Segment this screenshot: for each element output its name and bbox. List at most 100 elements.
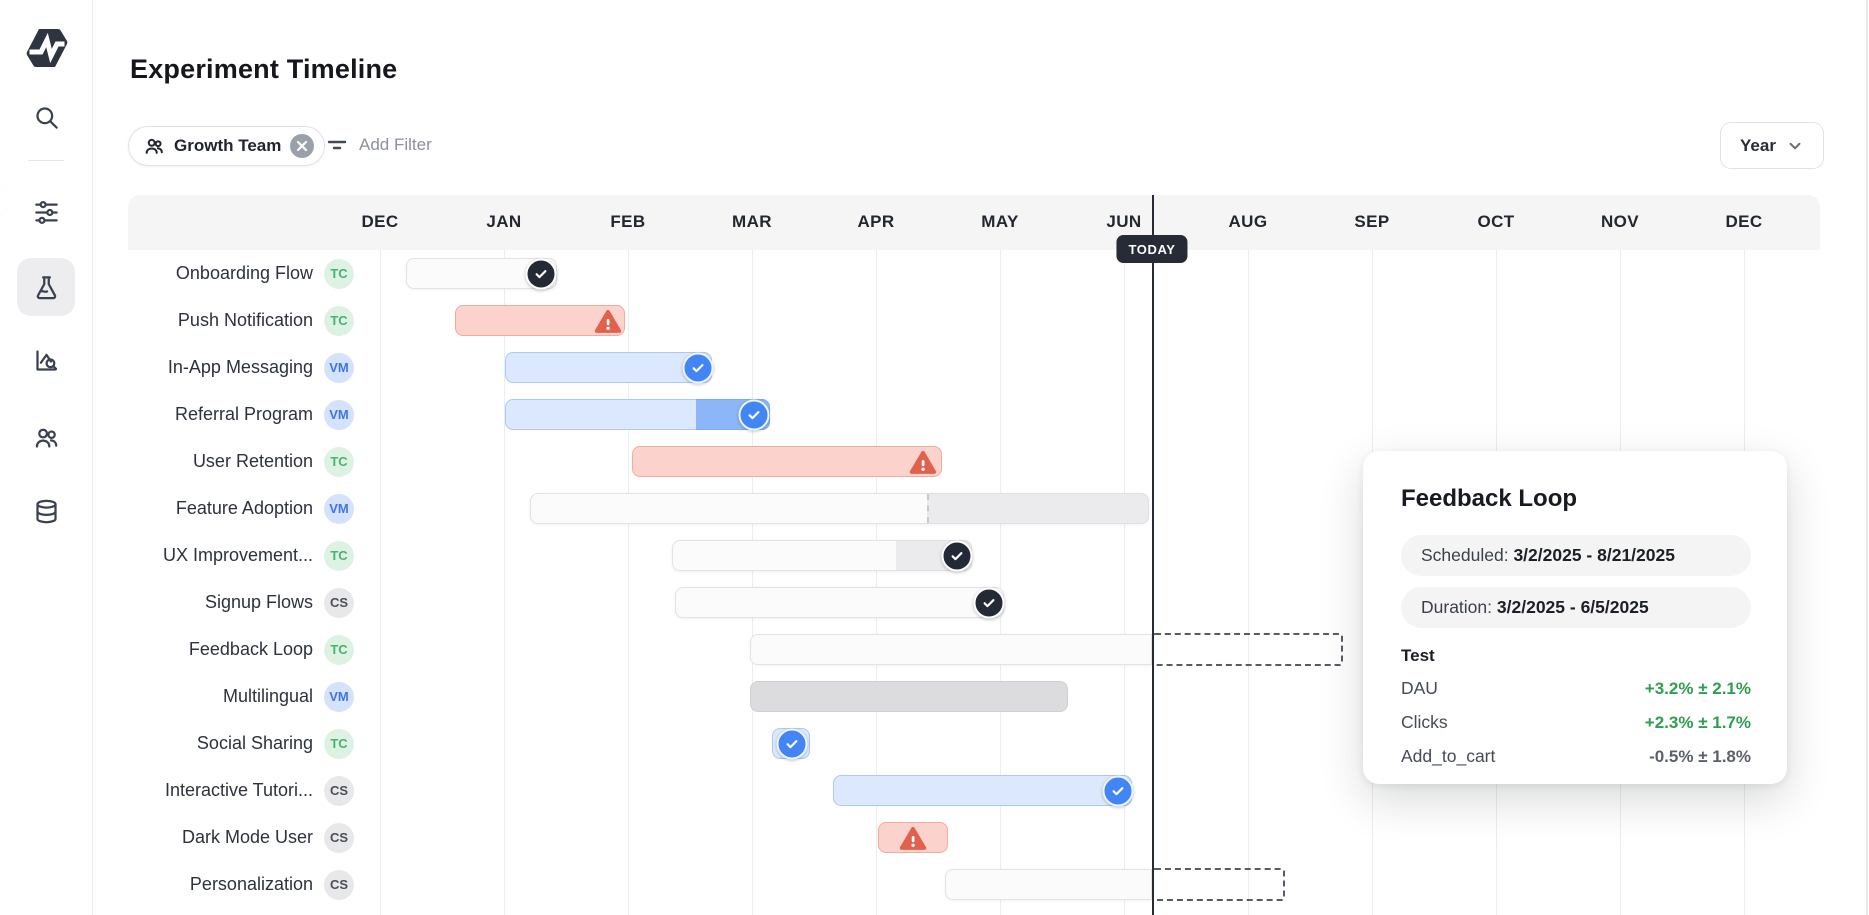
check-active-icon bbox=[776, 728, 808, 759]
growth-team-filter-chip[interactable]: Growth Team bbox=[128, 126, 326, 166]
month-gridline bbox=[380, 250, 381, 915]
timeline-month-header bbox=[128, 195, 1820, 250]
month-label: NOV bbox=[1600, 212, 1640, 231]
row-label: Personalization bbox=[189, 874, 313, 894]
gantt-bar[interactable] bbox=[455, 305, 625, 336]
row-label: User Retention bbox=[192, 451, 313, 471]
view-range-select[interactable]: Year bbox=[1720, 122, 1824, 169]
experiment-tooltip: Feedback Loop Scheduled: 3/2/2025 - 8/21… bbox=[1363, 451, 1787, 784]
row-label: Referral Program bbox=[174, 404, 313, 424]
gantt-bar[interactable] bbox=[672, 540, 973, 571]
page-title: Experiment Timeline bbox=[130, 54, 398, 85]
month-gridline bbox=[628, 250, 629, 915]
tooltip-metric-row: Clicks +2.3% ± 1.7% bbox=[1401, 712, 1751, 733]
metric-name: DAU bbox=[1401, 678, 1438, 698]
gantt-bar[interactable] bbox=[505, 399, 770, 430]
chip-label: Growth Team bbox=[174, 136, 282, 155]
owner-badge: VM bbox=[324, 352, 354, 383]
scrollbar-track[interactable] bbox=[1866, 0, 1868, 915]
owner-badge: VM bbox=[324, 681, 354, 712]
month-label: JUN bbox=[1106, 212, 1142, 231]
search-icon[interactable] bbox=[17, 88, 75, 146]
chevron-down-icon bbox=[1786, 137, 1804, 155]
owner-badge: VM bbox=[324, 399, 354, 430]
flask-icon[interactable] bbox=[17, 258, 75, 316]
today-line bbox=[1152, 195, 1154, 915]
row-label: Feature Adoption bbox=[175, 498, 313, 518]
gantt-bar[interactable] bbox=[833, 775, 1134, 806]
gantt-bar[interactable] bbox=[772, 728, 810, 759]
app-logo[interactable] bbox=[24, 26, 70, 70]
month-label: AUG bbox=[1228, 212, 1268, 231]
month-label: APR bbox=[857, 212, 895, 231]
close-icon[interactable] bbox=[290, 134, 315, 158]
scheduled-extension bbox=[1152, 633, 1343, 666]
sidebar-rail bbox=[0, 0, 93, 915]
row-label-cell: Multilingual VM bbox=[92, 673, 354, 720]
filter-icon bbox=[325, 133, 349, 157]
month-gridline bbox=[1124, 250, 1125, 915]
bar-split-divider bbox=[927, 494, 929, 523]
row-label: Interactive Tutori... bbox=[164, 780, 313, 800]
row-label-cell: Referral Program VM bbox=[92, 391, 354, 438]
check-complete-icon bbox=[525, 258, 557, 289]
gantt-bar[interactable] bbox=[505, 352, 714, 383]
gantt-bar[interactable] bbox=[750, 681, 1068, 712]
month-label: DEC bbox=[1725, 212, 1763, 231]
tooltip-metric-row: Add_to_cart -0.5% ± 1.8% bbox=[1401, 746, 1751, 767]
sliders-icon[interactable] bbox=[17, 183, 75, 241]
owner-badge: TC bbox=[324, 446, 354, 477]
month-label: MAY bbox=[981, 212, 1019, 231]
gantt-bar[interactable] bbox=[530, 493, 1149, 524]
chart-search-icon[interactable] bbox=[17, 331, 75, 389]
month-gridline bbox=[1000, 250, 1001, 915]
metric-name: Clicks bbox=[1401, 712, 1448, 732]
metric-value: -0.5% ± 1.8% bbox=[1649, 746, 1751, 766]
owner-badge: TC bbox=[324, 728, 354, 759]
row-label: UX Improvement... bbox=[162, 545, 313, 565]
check-active-icon bbox=[682, 352, 714, 383]
tooltip-metric-row: DAU +3.2% ± 2.1% bbox=[1401, 678, 1751, 699]
owner-badge: TC bbox=[324, 634, 354, 665]
month-label: FEB bbox=[610, 212, 646, 231]
scheduled-extension bbox=[1152, 868, 1285, 901]
database-icon[interactable] bbox=[17, 482, 75, 540]
gantt-bar[interactable] bbox=[675, 587, 1005, 618]
sidebar-divider bbox=[28, 160, 64, 161]
gantt-bar[interactable] bbox=[632, 446, 942, 477]
gantt-bar[interactable] bbox=[945, 869, 1152, 900]
row-label: Multilingual bbox=[222, 686, 313, 706]
month-gridline bbox=[504, 250, 505, 915]
row-label-cell: Signup Flows CS bbox=[92, 579, 354, 626]
gantt-bar[interactable] bbox=[878, 822, 948, 853]
check-complete-icon bbox=[973, 587, 1005, 618]
metric-value: +3.2% ± 2.1% bbox=[1644, 678, 1751, 698]
tooltip-section-title: Test bbox=[1401, 646, 1435, 665]
row-label: Social Sharing bbox=[196, 733, 313, 753]
owner-badge: TC bbox=[324, 540, 354, 571]
owner-badge: CS bbox=[324, 587, 354, 618]
users-icon[interactable] bbox=[17, 408, 75, 466]
add-filter-label: Add Filter bbox=[359, 135, 432, 154]
month-label: MAR bbox=[732, 212, 772, 231]
warning-icon bbox=[899, 825, 927, 850]
row-label-cell: Interactive Tutori... CS bbox=[92, 767, 354, 814]
row-label: Signup Flows bbox=[204, 592, 313, 612]
month-label: OCT bbox=[1477, 212, 1515, 231]
row-label: Dark Mode User bbox=[181, 827, 313, 847]
view-range-value: Year bbox=[1740, 135, 1776, 155]
check-complete-icon bbox=[941, 540, 973, 571]
people-icon bbox=[143, 135, 165, 157]
add-filter-button[interactable]: Add Filter bbox=[325, 126, 432, 164]
gantt-bar[interactable] bbox=[750, 634, 1152, 665]
owner-badge: CS bbox=[324, 775, 354, 806]
gantt-bar[interactable] bbox=[406, 258, 557, 289]
